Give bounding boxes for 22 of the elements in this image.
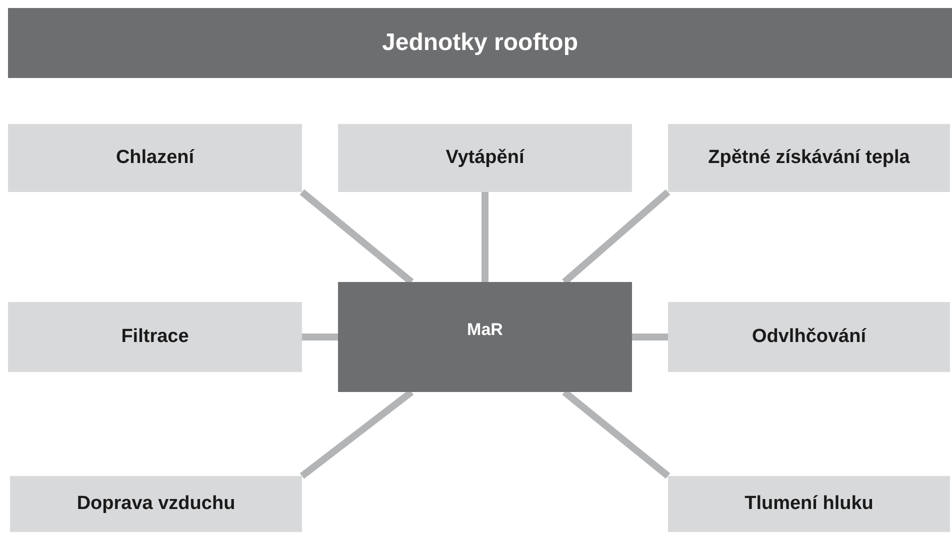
function-box — [10, 476, 302, 532]
box-label: Tlumení hluku — [744, 493, 874, 515]
control-box — [338, 282, 632, 392]
connector-line — [482, 192, 488, 282]
title: Jednotky rooftop — [382, 29, 578, 57]
function-box — [668, 302, 950, 372]
box-label: Zpětné získávání tepla — [708, 147, 910, 169]
connector-line — [300, 189, 414, 285]
box-label: Filtrace — [121, 326, 189, 348]
connector-line — [302, 334, 338, 340]
function-box — [668, 124, 950, 192]
function-box — [338, 124, 632, 192]
box-label: MaR — [467, 320, 503, 340]
box-label: Doprava vzduchu — [76, 493, 236, 515]
connector-line — [632, 334, 668, 340]
function-box — [668, 476, 950, 532]
box-label: Chlazení — [116, 147, 194, 169]
function-box — [8, 124, 302, 192]
function-box — [8, 302, 302, 372]
connector-line — [562, 189, 670, 285]
box-label: Vytápění — [446, 147, 524, 169]
box-label: Odvlhčování — [752, 326, 866, 348]
